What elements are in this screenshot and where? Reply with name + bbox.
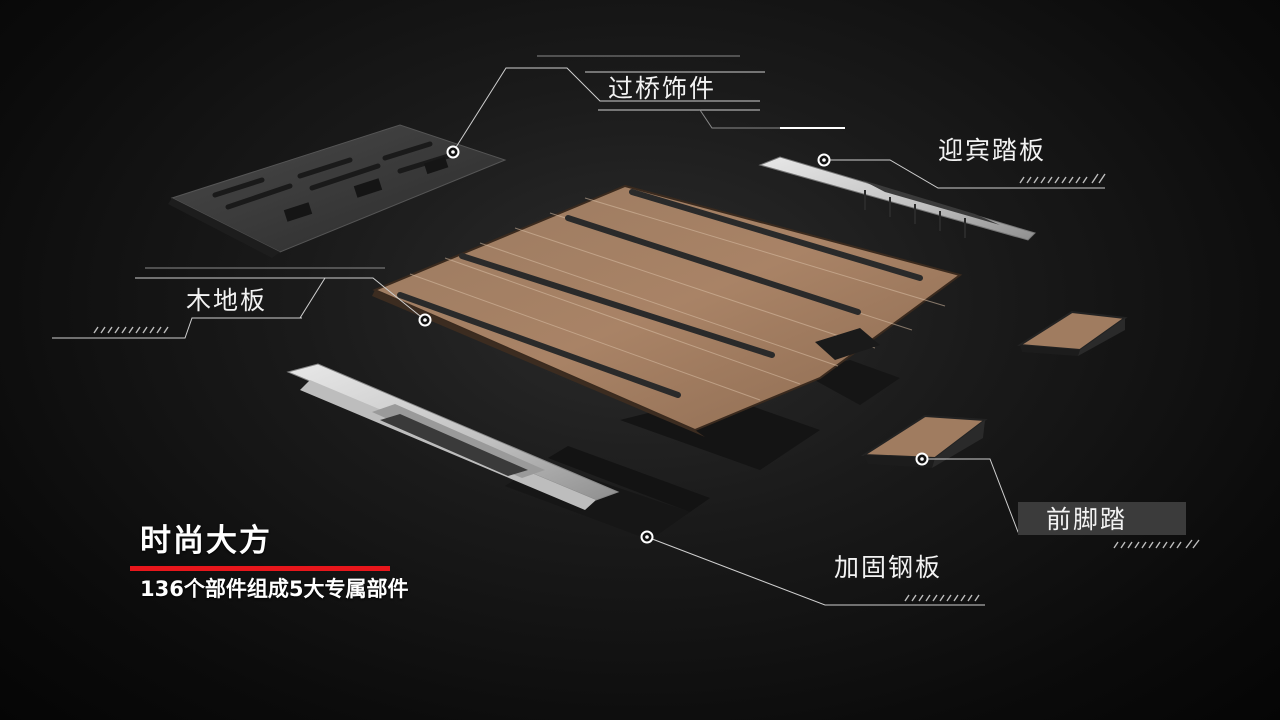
side-step-part bbox=[286, 363, 620, 510]
bridge-trim-part bbox=[168, 124, 507, 258]
callout-welcome-pedal: 迎宾踏板 bbox=[938, 136, 1047, 165]
front-footrest-label-bg bbox=[1018, 502, 1186, 535]
callout-wood-floor: 木地板 bbox=[186, 286, 268, 315]
hatch-decorations bbox=[93, 173, 1200, 602]
headline-accent-bar bbox=[130, 566, 390, 571]
callout-front-footrest: 前脚踏 bbox=[1046, 505, 1128, 534]
callout-dots bbox=[418, 145, 929, 544]
front-footrest-part bbox=[860, 310, 1128, 468]
headline-title: 时尚大方 bbox=[140, 523, 272, 559]
callout-bridge-trim: 过桥饰件 bbox=[608, 74, 717, 103]
headline-subtitle: 136个部件组成5大专属部件 bbox=[140, 577, 409, 601]
wood-floor-part bbox=[372, 184, 963, 437]
welcome-pedal-part bbox=[758, 156, 1036, 241]
callout-reinforced-steel: 加固钢板 bbox=[834, 553, 943, 582]
